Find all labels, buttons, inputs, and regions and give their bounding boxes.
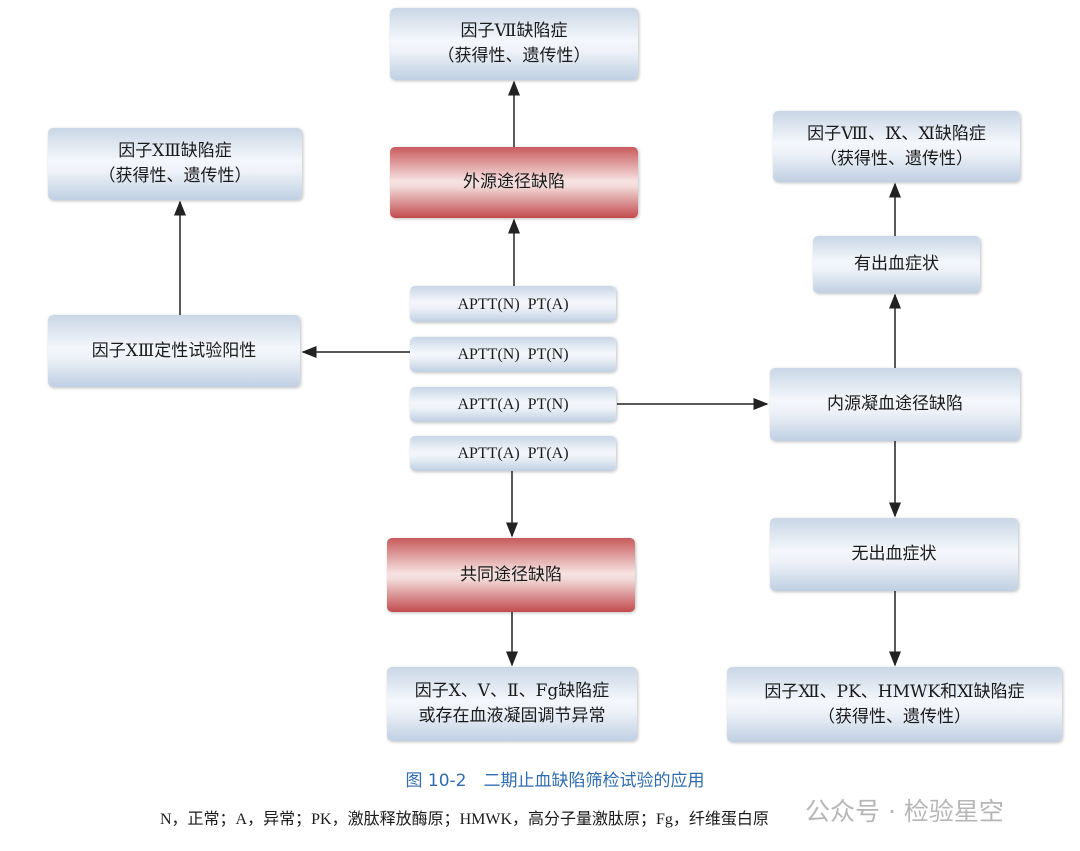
node-line: 因子ⅩⅢ缺陷症 [118,141,232,161]
node-line: 内源凝血途径缺陷 [827,394,963,414]
node-line: 因子Ⅶ缺陷症 [460,21,568,41]
node-bleeding: 有出血症状 [813,236,980,293]
node-line: 共同途径缺陷 [460,564,562,585]
node-line: 外源途径缺陷 [463,172,565,192]
watermark: 公众号 · 检验星空 [805,797,1004,826]
node-f13-deficiency: 因子ⅩⅢ缺陷症 （获得性、遗传性） [48,128,302,200]
node-line: 或存在血液凝固调节异常 [418,706,606,726]
node-line: 因子ⅩⅢ定性试验阳性 [91,340,257,361]
node-line: （获得性、遗传性） [98,166,252,186]
node-test: APTT(A) PT(A) [410,436,616,471]
node-line: （获得性、遗传性） [437,46,591,66]
test-label: APTT(A) PT(A) [457,445,569,462]
node-test: APTT(N) PT(N) [410,337,616,372]
node-line: 有出血症状 [854,254,939,274]
node-f13-test-positive: 因子ⅩⅢ定性试验阳性 [48,315,300,387]
node-test: APTT(A) PT(N) [410,387,616,422]
node-intrinsic-defect: 内源凝血途径缺陷 [770,368,1020,441]
node-line: 因子Ⅹ、Ⅴ、Ⅱ、Fg缺陷症 [414,681,610,701]
node-line: 无出血症状 [851,544,937,564]
node-line: 因子Ⅷ、Ⅸ、Ⅺ缺陷症 [807,123,986,144]
node-f10-deficiency: 因子Ⅹ、Ⅴ、Ⅱ、Fg缺陷症 或存在血液凝固调节异常 [387,667,637,741]
footnote: N，正常；A，异常；PK，激肽释放酶原；HMWK，高分子量激肽原；Fg，纤维蛋白… [160,811,769,828]
node-f7-deficiency: 因子Ⅶ缺陷症 （获得性、遗传性） [390,8,638,80]
node-line: 因子Ⅻ、PK、HMWK和Ⅺ缺陷症 [764,681,1025,702]
test-label: APTT(N) PT(A) [457,295,569,313]
node-f12-deficiency: 因子Ⅻ、PK、HMWK和Ⅺ缺陷症 （获得性、遗传性） [727,667,1062,742]
node-test: APTT(N) PT(A) [410,286,616,322]
figure-caption: 图 10-2 二期止血缺陷筛检试验的应用 [405,771,705,791]
node-common-defect: 共同途径缺陷 [387,538,635,612]
node-no-bleeding: 无出血症状 [770,518,1018,591]
node-f8-9-11-deficiency: 因子Ⅷ、Ⅸ、Ⅺ缺陷症 （获得性、遗传性） [773,111,1020,182]
node-extrinsic-defect: 外源途径缺陷 [390,147,638,218]
test-label: APTT(A) PT(N) [457,396,569,413]
test-label: APTT(N) PT(N) [457,346,569,363]
node-line: （获得性、遗传性） [818,706,971,727]
node-line: （获得性、遗传性） [820,148,973,169]
